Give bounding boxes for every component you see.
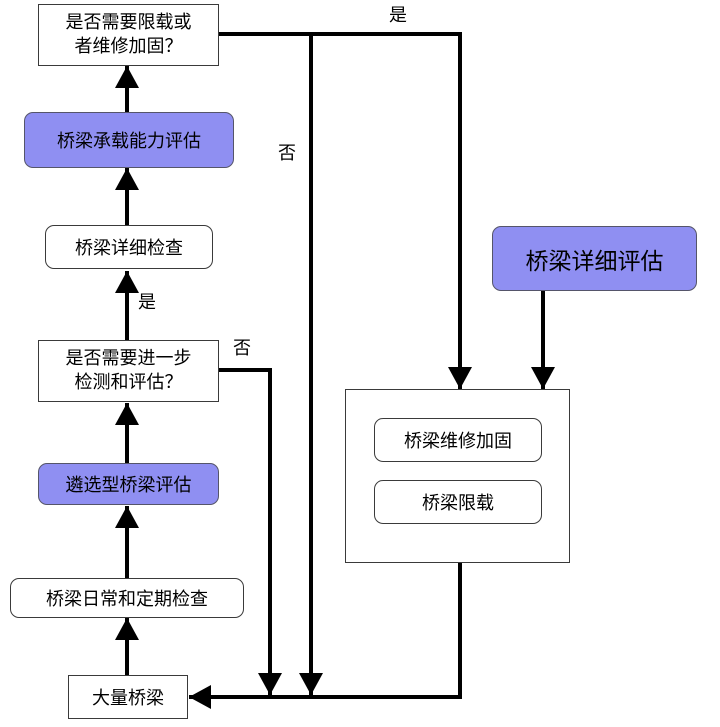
label-no-top: 否 [278,143,296,164]
load-limit-box: 桥梁限载 [374,480,542,524]
top-decision-line2: 者维修加固？ [74,36,183,57]
arrow-top-yes [218,32,472,389]
detailed-evaluation-label: 桥梁详细评估 [525,248,664,275]
label-yes-top: 是 [389,5,407,26]
many-bridges-box: 大量桥梁 [68,675,188,719]
arrow-treatment-to-bridges [189,563,462,709]
routine-inspection-box: 桥梁日常和定期检查 [10,578,244,618]
repair-box: 桥梁维修加固 [374,418,542,462]
screening-evaluation-label: 遴选型桥梁评估 [65,475,192,496]
many-bridges-label: 大量桥梁 [92,688,164,709]
mid-decision-line2: 检测和评估？ [74,372,183,393]
mid-decision-box: 是否需要进一步 检测和评估？ [38,340,219,402]
detailed-inspection-box: 桥梁详细检查 [45,225,213,269]
repair-label: 桥梁维修加固 [404,431,512,452]
mid-decision-line1: 是否需要进一步 [65,348,192,369]
screening-evaluation-box: 遴选型桥梁评估 [38,463,219,505]
capacity-evaluation-box: 桥梁承载能力评估 [24,112,234,168]
capacity-evaluation-label: 桥梁承载能力评估 [57,131,201,152]
arrow-mid-no [218,368,282,695]
load-limit-label: 桥梁限载 [422,493,494,514]
routine-inspection-label: 桥梁日常和定期检查 [46,589,208,610]
treatment-container [345,389,570,563]
label-yes-mid: 是 [138,292,156,313]
label-no-mid: 否 [233,338,251,359]
top-decision-line1: 是否需要限载或 [65,12,192,33]
detailed-evaluation-box: 桥梁详细评估 [492,226,697,291]
top-decision-box: 是否需要限载或 者维修加固？ [38,4,219,66]
detailed-inspection-label: 桥梁详细检查 [75,238,183,259]
